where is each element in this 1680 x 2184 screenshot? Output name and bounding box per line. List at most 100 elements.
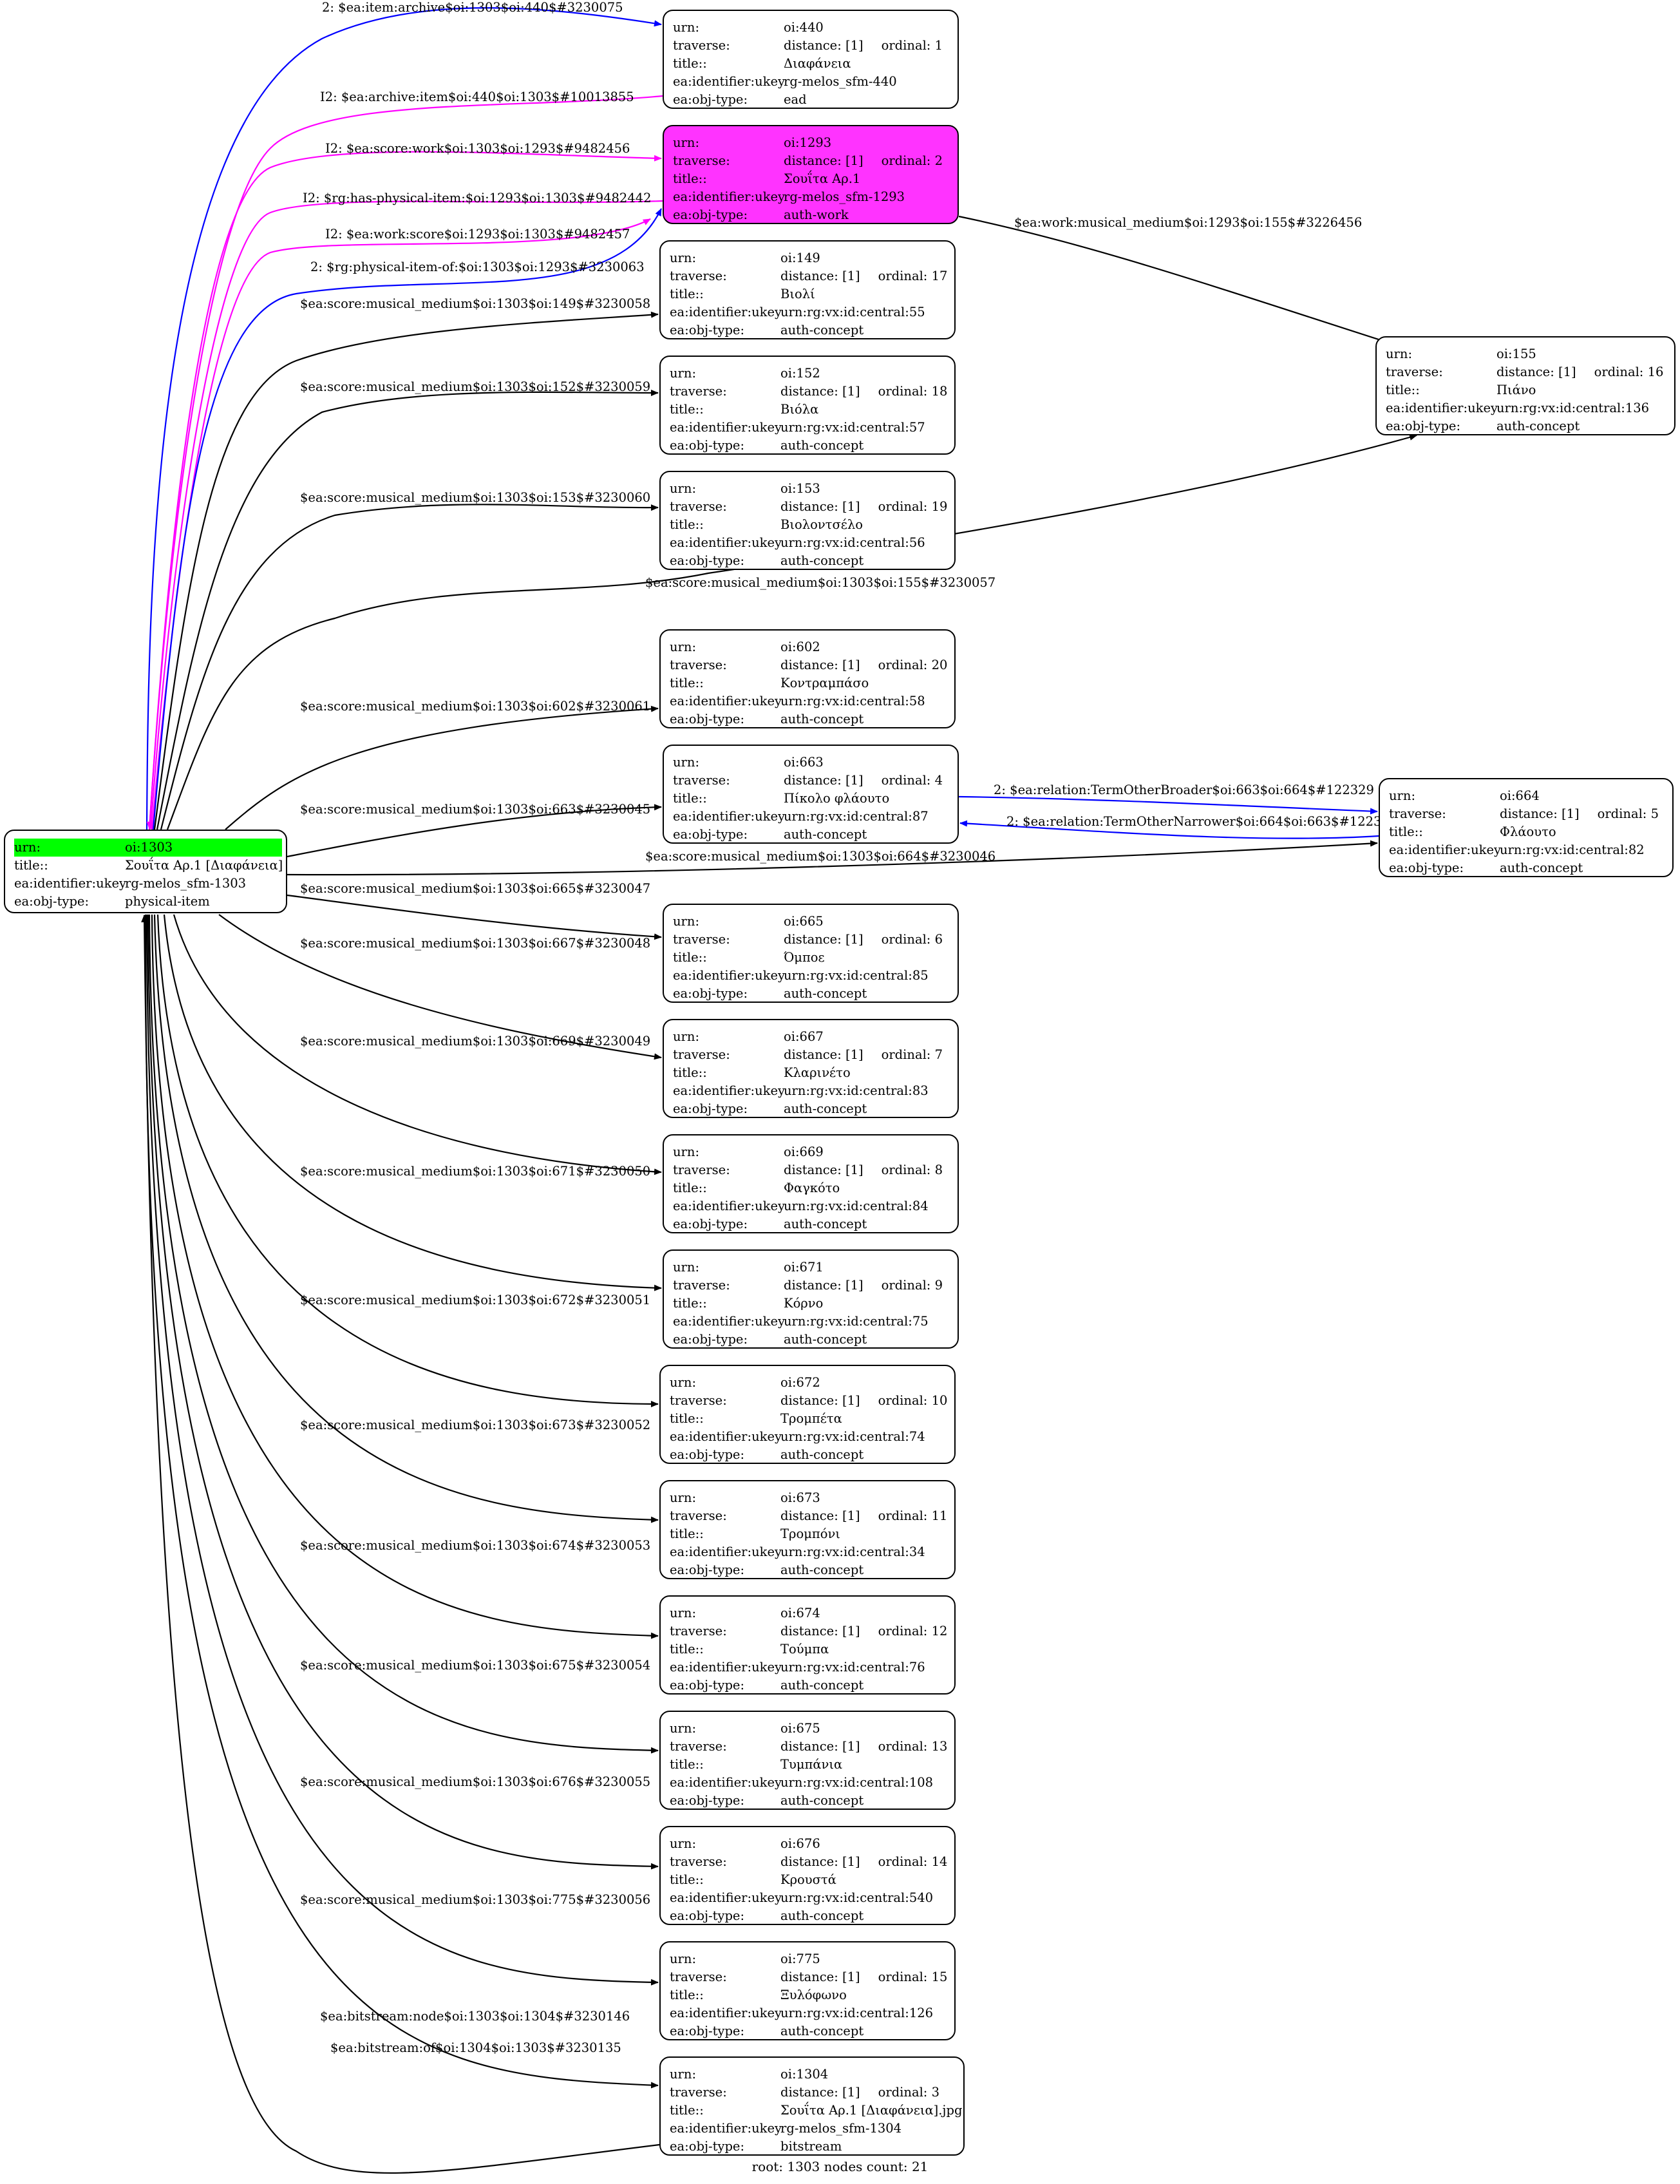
node-objtype-row: ea:obj-type:auth-concept bbox=[670, 710, 945, 728]
node-urn-key: urn: bbox=[670, 1951, 697, 1966]
node-objtype-key: ea:obj-type: bbox=[673, 827, 748, 842]
node-traverse-row: traverse:distance: [1]ordinal: 8 bbox=[673, 1161, 949, 1179]
node-urn-value: oi:675 bbox=[780, 1721, 820, 1736]
node-urn-key: urn: bbox=[670, 481, 697, 496]
node-title-value: Κρουστά bbox=[780, 1872, 836, 1887]
edge-path bbox=[153, 311, 659, 830]
node-objtype-key: ea:obj-type: bbox=[1386, 419, 1461, 433]
node-objtype-key: ea:obj-type: bbox=[670, 1447, 745, 1462]
node-title-key: title:: bbox=[670, 1988, 704, 2002]
node-traverse-value: distance: [1] bbox=[784, 1278, 864, 1293]
node-title-value: Τρομπόνι bbox=[780, 1526, 840, 1541]
node-traverse-key: traverse: bbox=[670, 1970, 727, 1984]
node-urn-key: urn: bbox=[673, 1144, 700, 1159]
node-objtype-row: ea:obj-type:auth-concept bbox=[670, 1907, 945, 1925]
node-title-value: Διαφάνεια bbox=[784, 56, 851, 71]
node-objtype-value: auth-concept bbox=[784, 1332, 867, 1347]
node-ukey-key: ea:identifier:ukey bbox=[670, 2121, 782, 2136]
node-ordinal-value: ordinal: 19 bbox=[878, 499, 948, 514]
node-title-key: title:: bbox=[673, 1065, 707, 1080]
node-objtype-value: auth-concept bbox=[1496, 419, 1580, 433]
node-traverse-value: distance: [1] bbox=[780, 384, 860, 399]
node-traverse-key: traverse: bbox=[673, 932, 730, 947]
node-ukey-key: ea:identifier:ukey bbox=[673, 189, 785, 204]
node-objtype-key: ea:obj-type: bbox=[670, 2024, 745, 2038]
node-ordinal-value: ordinal: 7 bbox=[881, 1047, 943, 1062]
node-urn-key: urn: bbox=[673, 1029, 700, 1044]
edge-label: $ea:score:musical_medium$oi:1303$oi:602$… bbox=[300, 699, 650, 714]
edge-label: I2: $rg:has-physical-item:$oi:1293$oi:13… bbox=[303, 191, 652, 205]
node-ukey-key: ea:identifier:ukey bbox=[1386, 401, 1498, 415]
node-urn-value: oi:440 bbox=[784, 20, 824, 35]
edge-path bbox=[146, 95, 663, 830]
node-title-row: title::Τυμπάνια bbox=[670, 1756, 945, 1774]
node-title-value: Φαγκότο bbox=[784, 1181, 840, 1195]
node-ukey-value: rg-melos_sfm-1293 bbox=[784, 189, 905, 204]
node-traverse-key: traverse: bbox=[673, 153, 730, 168]
edge-path bbox=[153, 914, 659, 1523]
node-ordinal-value: ordinal: 2 bbox=[881, 153, 943, 168]
node-urn-key: urn: bbox=[673, 914, 700, 929]
node-urn-value: oi:149 bbox=[780, 251, 820, 265]
edge-label: $ea:score:musical_medium$oi:1303$oi:676$… bbox=[300, 1774, 650, 1789]
node-traverse-value: distance: [1] bbox=[1496, 365, 1576, 379]
node-title-value: Βιόλα bbox=[780, 402, 819, 417]
node-objtype-value: auth-concept bbox=[784, 986, 867, 1001]
edge-label: 2: $ea:item:archive$oi:1303$oi:440$#3230… bbox=[322, 0, 623, 15]
node-urn-row: urn:oi:602 bbox=[670, 638, 945, 656]
node-title-row: title::Τρομπέτα bbox=[670, 1410, 945, 1428]
edge-label: $ea:score:musical_medium$oi:1303$oi:674$… bbox=[300, 1538, 650, 1553]
root-node[interactable]: urn: oi:1303 title:: Σουΐτα Αρ.1 [Διαφάν… bbox=[4, 830, 287, 913]
node-objtype-value: auth-concept bbox=[780, 1678, 864, 1693]
edge-path bbox=[163, 914, 662, 1291]
node-ukey-key: ea:identifier:ukey bbox=[673, 1314, 785, 1329]
node-ukey-value: urn:rg:vx:id:central:87 bbox=[784, 809, 929, 824]
node-urn-row: urn:oi:672 bbox=[670, 1374, 945, 1392]
node-traverse-key: traverse: bbox=[670, 2085, 727, 2100]
edge-label: $ea:score:musical_medium$oi:1303$oi:675$… bbox=[300, 1658, 650, 1673]
node-objtype-key: ea:obj-type: bbox=[670, 323, 745, 337]
node-urn-key: urn: bbox=[673, 135, 700, 150]
edge-path bbox=[166, 434, 1417, 830]
node-title-row: title::Βιολί bbox=[670, 285, 945, 303]
node-traverse-row: traverse:distance: [1]ordinal: 19 bbox=[670, 498, 948, 516]
node-traverse-row: traverse:distance: [1]ordinal: 12 bbox=[670, 1622, 947, 1640]
node-objtype-row: ea:obj-type:auth-concept bbox=[670, 1446, 945, 1464]
edge-label: $ea:score:musical_medium$oi:1303$oi:671$… bbox=[300, 1164, 650, 1179]
node-title-row: title::Κρουστά bbox=[670, 1871, 945, 1889]
node-urn-row: urn:oi:673 bbox=[670, 1489, 945, 1507]
node-ukey-key: ea:identifier:ukey bbox=[670, 1429, 782, 1444]
node-ordinal-value: ordinal: 16 bbox=[1594, 365, 1664, 379]
node-title-value: Κοντραμπάσο bbox=[780, 676, 869, 690]
node-title-key: title:: bbox=[670, 1757, 704, 1772]
edge-path bbox=[156, 914, 659, 1407]
node-title-value: Πιάνο bbox=[1496, 383, 1536, 397]
node-title-key: title:: bbox=[670, 517, 704, 532]
